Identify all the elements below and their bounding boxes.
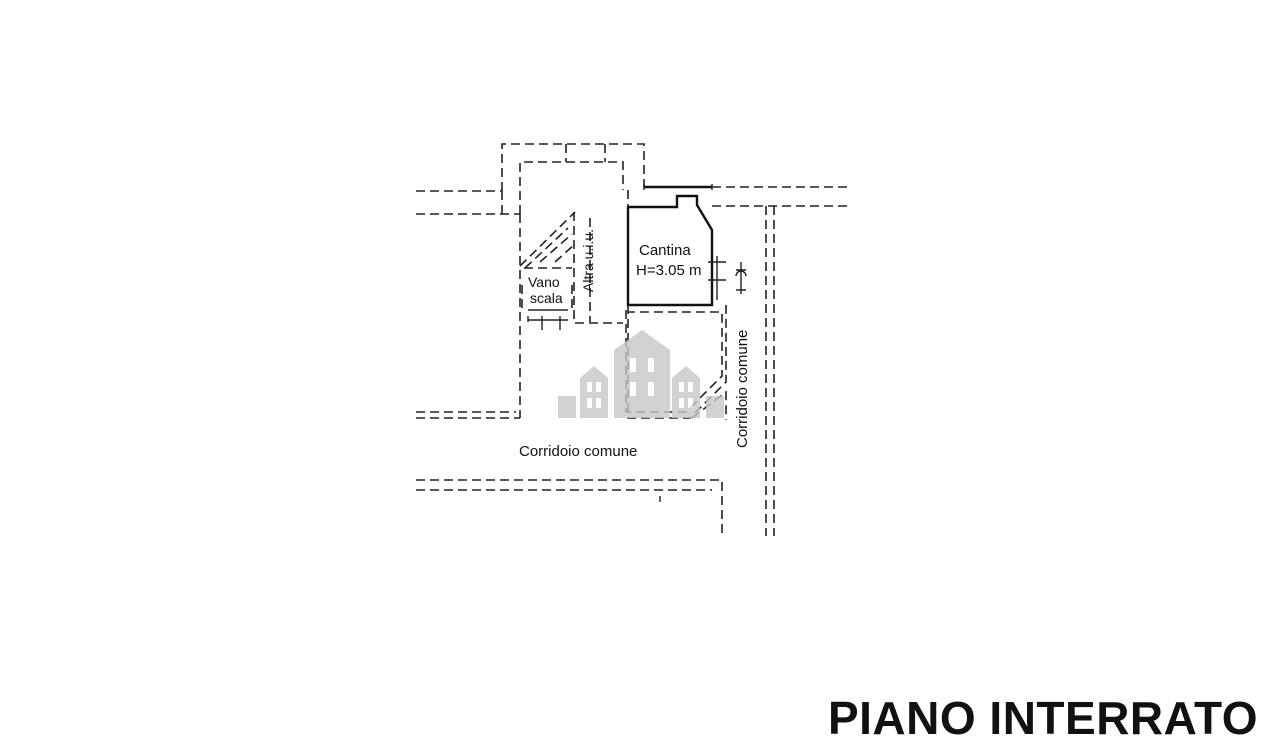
staircase	[519, 211, 576, 330]
label-altra-uiu: Altra u.i.u.	[580, 229, 596, 292]
label-height: H=3.05 m	[636, 262, 701, 279]
label-vano: Vano	[528, 274, 560, 290]
fixture-symbol	[735, 262, 747, 294]
wall-upper-block	[501, 143, 645, 418]
label-cantina: Cantina	[639, 242, 691, 259]
floor-title: PIANO INTERRATO	[827, 692, 1258, 744]
label-scala: scala	[530, 290, 563, 306]
wall-right-upper	[627, 186, 850, 536]
watermark-logo	[558, 330, 724, 418]
wall-lines-left-top	[416, 190, 520, 215]
wall-corridor-bottom	[416, 411, 723, 536]
label-corridoio-horizontal: Corridoio comune	[519, 443, 637, 460]
label-corridoio-vertical: Corridoio comune	[734, 330, 751, 448]
